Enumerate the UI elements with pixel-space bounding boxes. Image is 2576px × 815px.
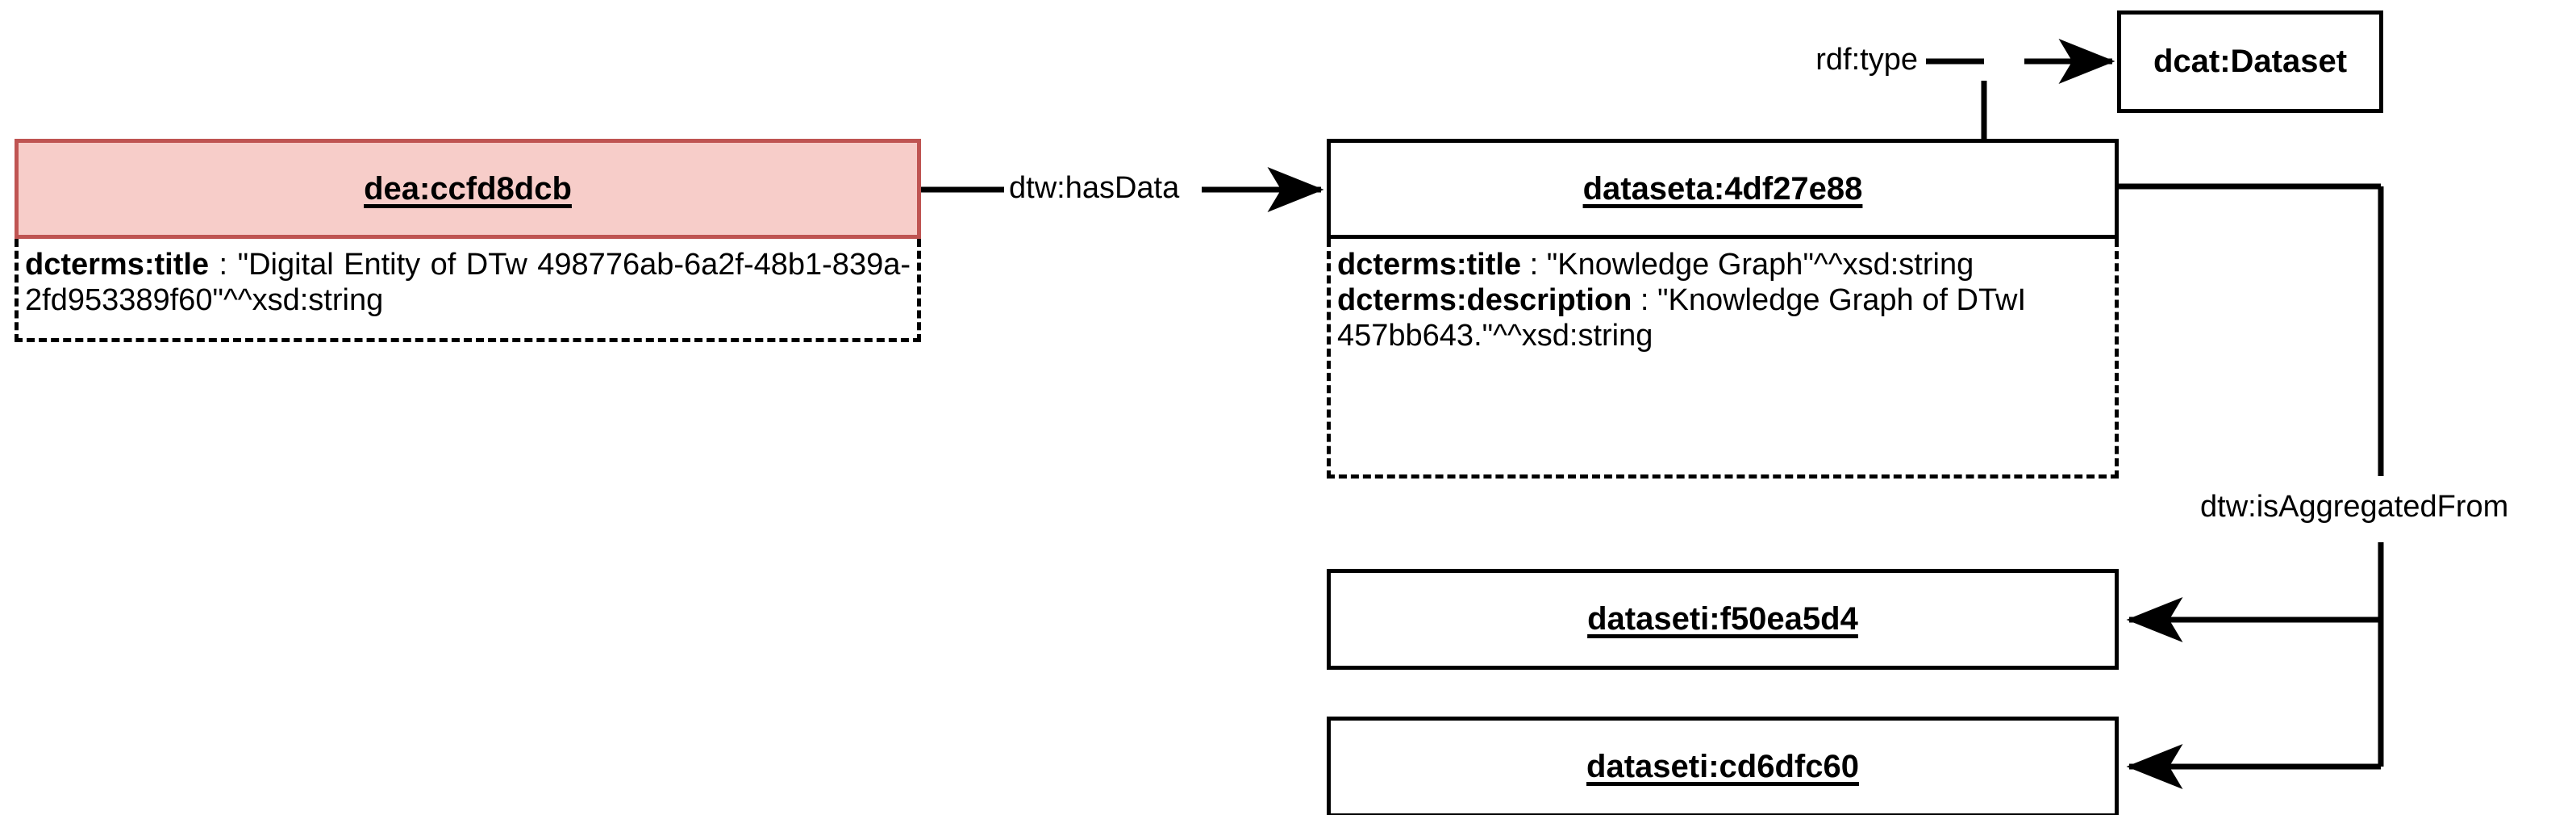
attribute-row: dcterms:title : "Digital Entity of DTw 4… [25,247,911,318]
attribute-separator: : [1521,248,1547,282]
attribute-row: dcterms:description : "Knowledge Graph o… [1337,282,2108,353]
node-digital-entity[interactable]: dea:ccfd8dcb dcterms:title : "Digital En… [15,139,921,342]
node-dataset-item-2-label: dataseti:cd6dfc60 [1586,749,1859,784]
node-dataset-item-1[interactable]: dataseti:f50ea5d4 [1327,569,2119,670]
node-dataset-aggregate[interactable]: dataseta:4df27e88 dcterms:title : "Knowl… [1327,139,2119,479]
node-dataset-item-1-header[interactable]: dataseti:f50ea5d4 [1327,569,2119,670]
node-digital-entity-label: dea:ccfd8dcb [364,170,572,207]
node-dcat-dataset-header[interactable]: dcat:Dataset [2117,10,2383,113]
edge-rdf-type [1926,39,2115,139]
node-dcat-dataset[interactable]: dcat:Dataset [2117,10,2383,113]
attribute-separator: : [1632,283,1657,318]
attribute-key: dcterms:title [1337,248,1522,282]
edge-label-has-data: dtw:hasData [1004,171,1185,206]
node-digital-entity-header[interactable]: dea:ccfd8dcb [15,139,921,239]
node-dataset-item-2[interactable]: dataseti:cd6dfc60 [1327,717,2119,815]
node-dataset-aggregate-label: dataseta:4df27e88 [1582,170,1863,207]
edge-label-rdf-type: rdf:type [1811,43,1923,77]
node-dataset-item-1-label: dataseti:f50ea5d4 [1587,601,1858,637]
node-dataset-item-2-header[interactable]: dataseti:cd6dfc60 [1327,717,2119,815]
edge-label-is-aggregated-from: dtw:isAggregatedFrom [2195,490,2514,525]
attribute-value: "Digital Entity of DTw 498776ab-6a2f-48b… [25,248,911,318]
node-digital-entity-attributes: dcterms:title : "Digital Entity of DTw 4… [15,239,921,342]
attribute-separator: : [209,248,238,282]
edge-is-aggregated-from [2119,183,2384,789]
node-dataset-aggregate-header[interactable]: dataseta:4df27e88 [1327,139,2119,239]
attribute-value: "Knowledge Graph of DTwI 457bb643."^^xsd… [1337,283,2027,353]
attribute-key: dcterms:title [25,248,210,282]
attribute-value: "Knowledge Graph"^^xsd:string [1546,248,1974,282]
attribute-key: dcterms:description [1337,283,1632,318]
node-dataset-aggregate-attributes: dcterms:title : "Knowledge Graph"^^xsd:s… [1327,239,2119,479]
attribute-row: dcterms:title : "Knowledge Graph"^^xsd:s… [1337,247,2108,282]
node-dcat-dataset-label: dcat:Dataset [2153,44,2348,79]
